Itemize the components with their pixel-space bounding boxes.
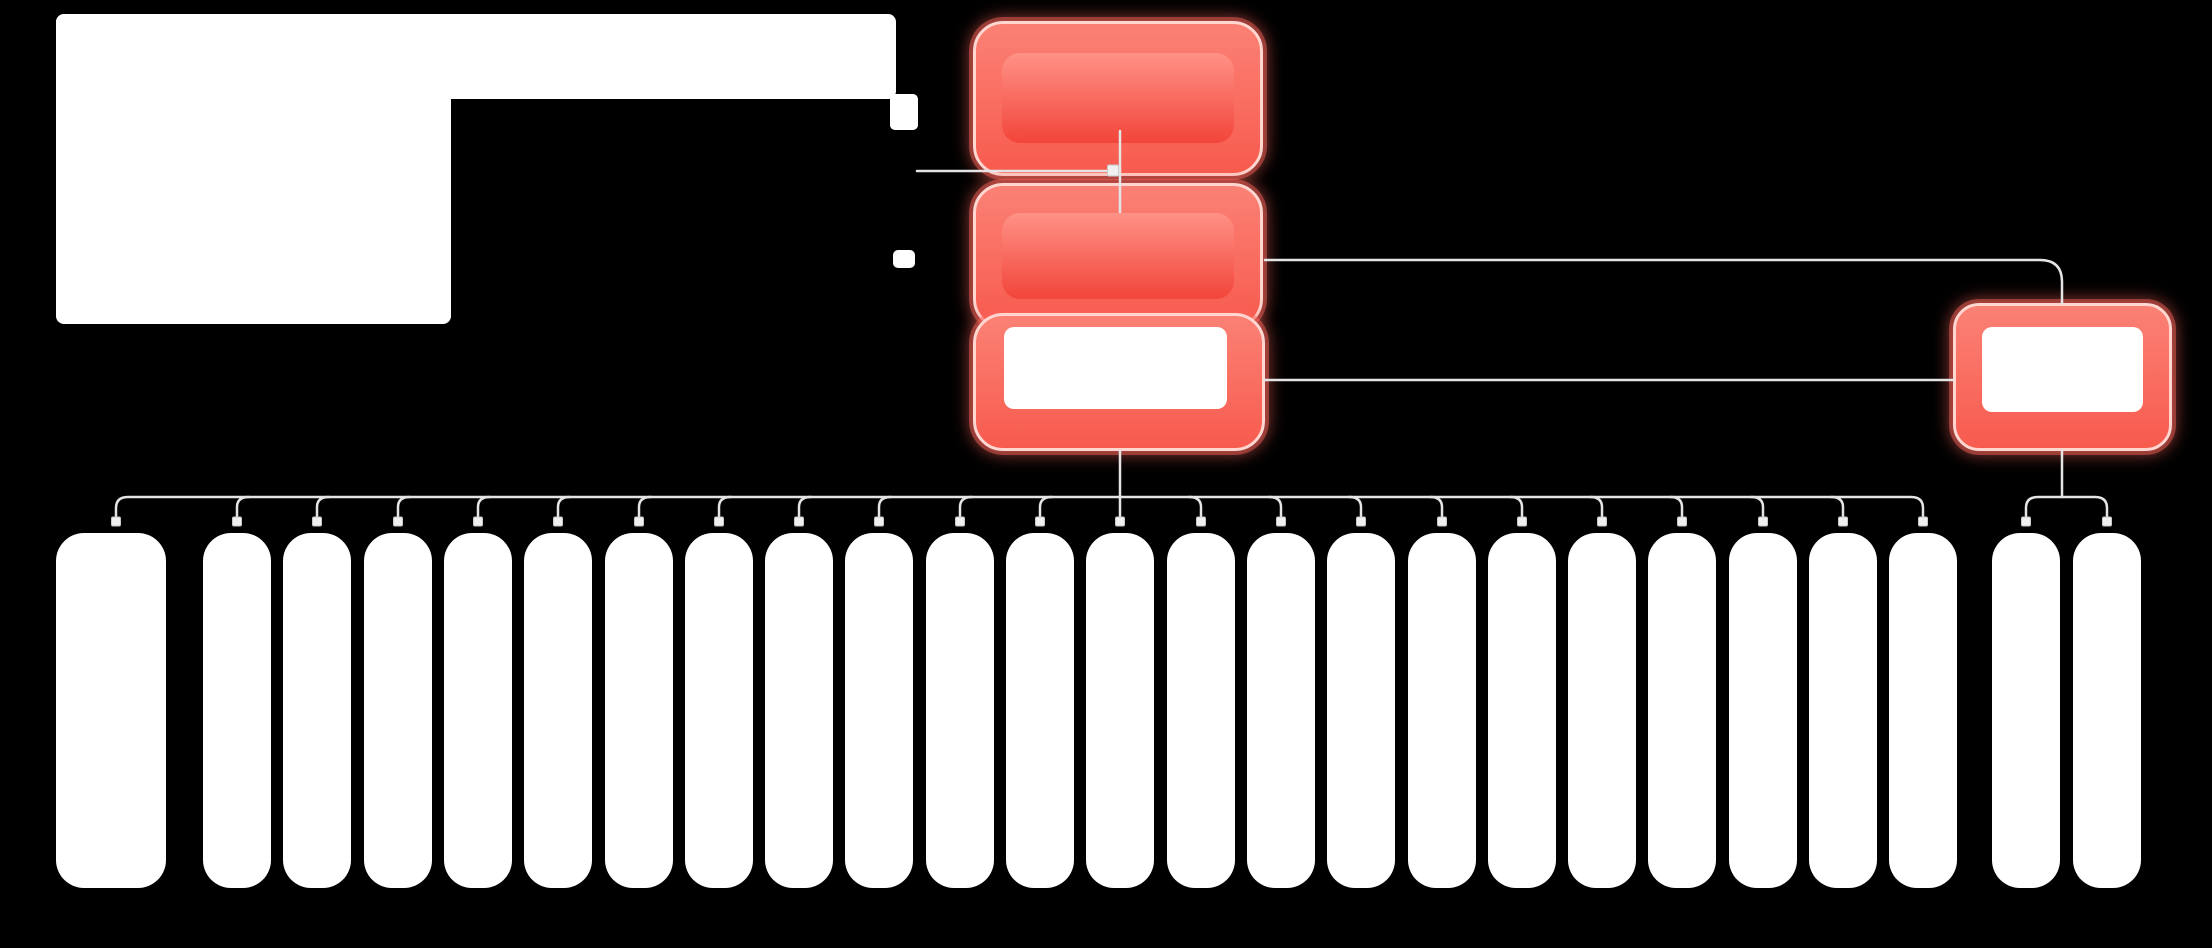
child-node[interactable] [1889,533,1957,888]
small-white-tab-upper[interactable] [890,94,918,130]
connector-line [1668,495,1684,520]
connector-handle[interactable] [393,516,403,527]
child-node[interactable] [56,533,166,888]
red-node-1[interactable] [973,21,1263,176]
child-node[interactable] [1086,533,1154,888]
connector-handle[interactable] [232,516,242,527]
child-node[interactable] [2073,533,2141,888]
child-node[interactable] [1809,533,1877,888]
red-node-2[interactable] [973,183,1263,329]
red-node-1-highlight [1002,53,1234,143]
child-node[interactable] [444,533,512,888]
connector-line [1749,495,1765,520]
connector-line [1829,495,1845,520]
connector-line [1038,495,1054,520]
red-node-3-textbox[interactable] [1004,327,1227,409]
child-node[interactable] [1729,533,1797,888]
connector-line [114,495,1925,520]
connector-handle[interactable] [2021,516,2031,527]
connector-line [717,495,733,520]
connector-handle[interactable] [955,516,965,527]
child-node[interactable] [926,533,994,888]
connector-line [637,495,653,520]
child-node[interactable] [524,533,592,888]
child-node[interactable] [605,533,673,888]
child-node[interactable] [845,533,913,888]
child-node[interactable] [685,533,753,888]
child-node[interactable] [1408,533,1476,888]
child-node[interactable] [283,533,351,888]
connector-handle[interactable] [1838,516,1848,527]
connector-handle[interactable] [1677,516,1687,527]
child-node[interactable] [1568,533,1636,888]
connector-handle[interactable] [634,516,644,527]
connector-handle[interactable] [1276,516,1286,527]
connector-handle[interactable] [1196,516,1206,527]
child-node[interactable] [203,533,271,888]
red-node-3[interactable] [973,313,1265,451]
connector-line [877,495,893,520]
connector-line [1187,495,1203,520]
connector-handle[interactable] [553,516,563,527]
connector-line [556,495,572,520]
child-node[interactable] [1648,533,1716,888]
connector-line [1508,495,1524,520]
side-node-textbox[interactable] [1982,327,2143,412]
connector-handle[interactable] [874,516,884,527]
child-node[interactable] [1006,533,1074,888]
connector-handle[interactable] [1918,516,1928,527]
connector-handle[interactable] [111,516,121,527]
connector-line [797,495,813,520]
connector-line [1588,495,1604,520]
child-node[interactable] [1167,533,1235,888]
child-node[interactable] [1992,533,2060,888]
connector-line [396,495,412,520]
connector-handle[interactable] [1115,516,1125,527]
connector-line [958,495,974,520]
large-white-node-block[interactable] [56,14,451,324]
connector-line [1263,258,2064,305]
connector-handle[interactable] [1356,516,1366,527]
connector-handle[interactable] [1597,516,1607,527]
connector-handle[interactable] [2102,516,2112,527]
connector-line [1267,495,1283,520]
child-node[interactable] [364,533,432,888]
child-node[interactable] [1327,533,1395,888]
connector-handle[interactable] [312,516,322,527]
connector-line [476,495,492,520]
connector-line [1428,495,1444,520]
connector-handle[interactable] [473,516,483,527]
child-node[interactable] [1488,533,1556,888]
connector-handle[interactable] [1437,516,1447,527]
connector-handle[interactable] [1035,516,1045,527]
connector-line [1347,495,1363,520]
connector-handle[interactable] [1758,516,1768,527]
connector-handle[interactable] [1517,516,1527,527]
child-node[interactable] [765,533,833,888]
connector-line [2024,495,2109,520]
connector-handle[interactable] [714,516,724,527]
side-node[interactable] [1953,303,2172,451]
connector-line [235,495,251,520]
child-node[interactable] [1247,533,1315,888]
small-white-tab-lower[interactable] [893,250,915,268]
connector-handle[interactable] [794,516,804,527]
connector-line [315,495,331,520]
red-node-2-highlight [1002,213,1234,299]
